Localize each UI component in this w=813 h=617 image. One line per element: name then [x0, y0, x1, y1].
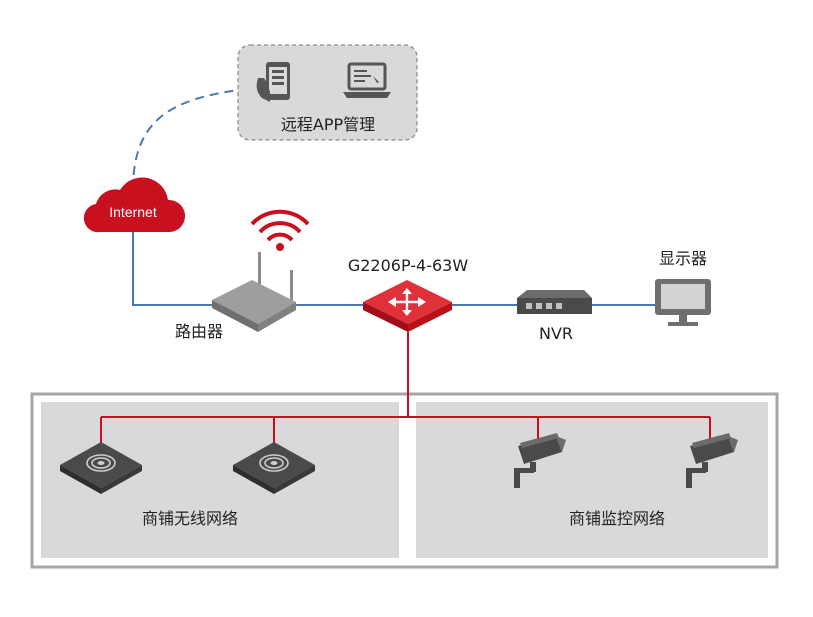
- remote-link-dashed: [132, 89, 239, 191]
- switch-label: G2206P-4-63W: [348, 256, 469, 275]
- internet-cloud: Internet: [83, 177, 186, 233]
- surveillance-panel: [416, 402, 768, 558]
- router-label: 路由器: [175, 322, 223, 341]
- access-point-2: [233, 442, 315, 494]
- camera-icon-1: [514, 433, 566, 488]
- distribution-lines: [100, 332, 711, 444]
- monitor-device: 显示器: [655, 249, 711, 326]
- camera-icon-2: [686, 433, 738, 488]
- nvr-device: NVR: [517, 290, 592, 343]
- cloud-router-link: [132, 232, 212, 306]
- wireless-group-label: 商铺无线网络: [142, 509, 238, 528]
- remote-management-box: 远程APP管理: [237, 44, 418, 141]
- router-device: 路由器: [175, 209, 310, 341]
- smartphone-hand-icon: [256, 62, 290, 102]
- nvr-label: NVR: [539, 324, 573, 343]
- switch-device: G2206P-4-63W: [348, 256, 469, 332]
- monitor-label: 显示器: [659, 249, 707, 268]
- remote-management-label: 远程APP管理: [281, 115, 375, 134]
- internet-label: Internet: [109, 204, 157, 220]
- surveillance-group-label: 商铺监控网络: [569, 509, 665, 528]
- laptop-icon: [343, 62, 391, 98]
- access-point-1: [60, 442, 142, 494]
